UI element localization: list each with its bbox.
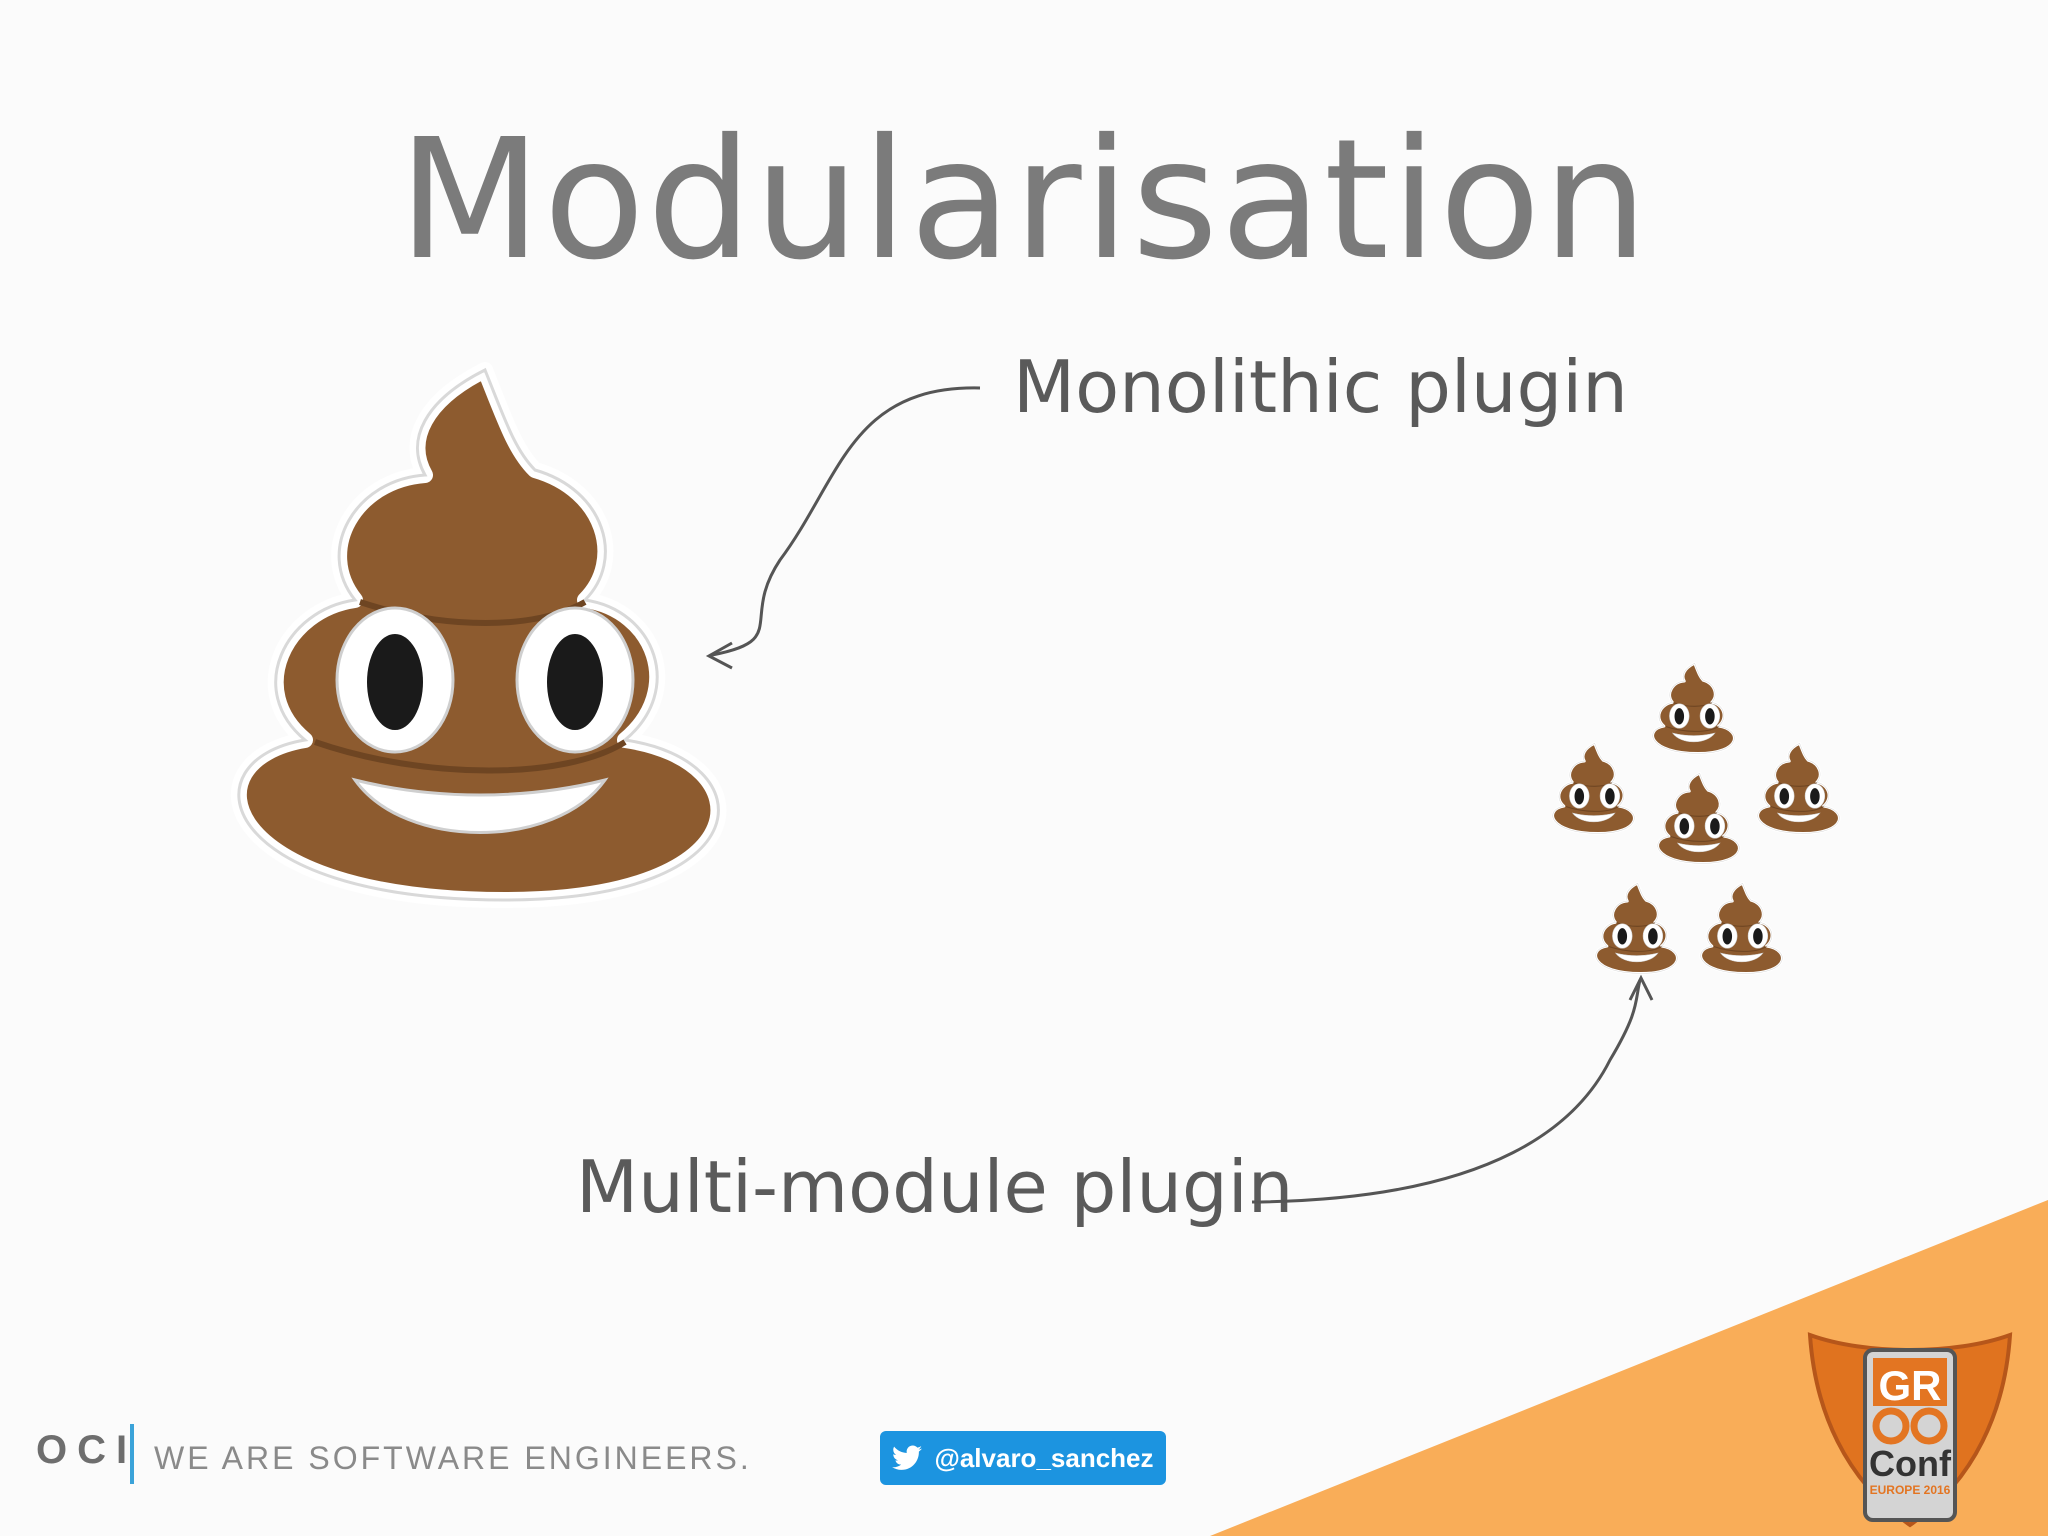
small-poo-icon-3	[1656, 771, 1741, 865]
small-poo-icon-6	[1699, 881, 1784, 975]
twitter-bird-icon	[892, 1445, 923, 1470]
small-poo-icon-5	[1594, 881, 1679, 975]
twitter-handle-badge[interactable]: @alvaro_sanchez	[880, 1431, 1166, 1485]
footer-divider	[130, 1424, 134, 1484]
logo-conf-text: Conf	[1869, 1443, 1952, 1484]
arrow-to-monolithic	[705, 386, 981, 670]
logo-europe-text: EUROPE 2016	[1870, 1483, 1951, 1497]
footer-tagline: WE ARE SOFTWARE ENGINEERS.	[154, 1440, 752, 1476]
logo-gr-text: GR	[1879, 1362, 1942, 1409]
oci-logo: OCI	[36, 1428, 138, 1472]
gr8conf-logo: GR Conf EUROPE 2016	[1807, 1332, 2013, 1528]
small-poo-icon-1	[1651, 661, 1736, 755]
small-poo-icon-2	[1551, 741, 1636, 835]
multi-module-plugin-label: Multi-module plugin	[576, 1145, 1294, 1229]
monolithic-plugin-label: Monolithic plugin	[1013, 345, 1628, 429]
small-poo-icon-4	[1756, 741, 1841, 835]
twitter-handle-text: @alvaro_sanchez	[934, 1442, 1154, 1473]
slide-title: Modularisation	[398, 104, 1650, 297]
arrow-to-multi-module	[1251, 974, 1654, 1204]
big-poo-icon	[239, 370, 719, 900]
